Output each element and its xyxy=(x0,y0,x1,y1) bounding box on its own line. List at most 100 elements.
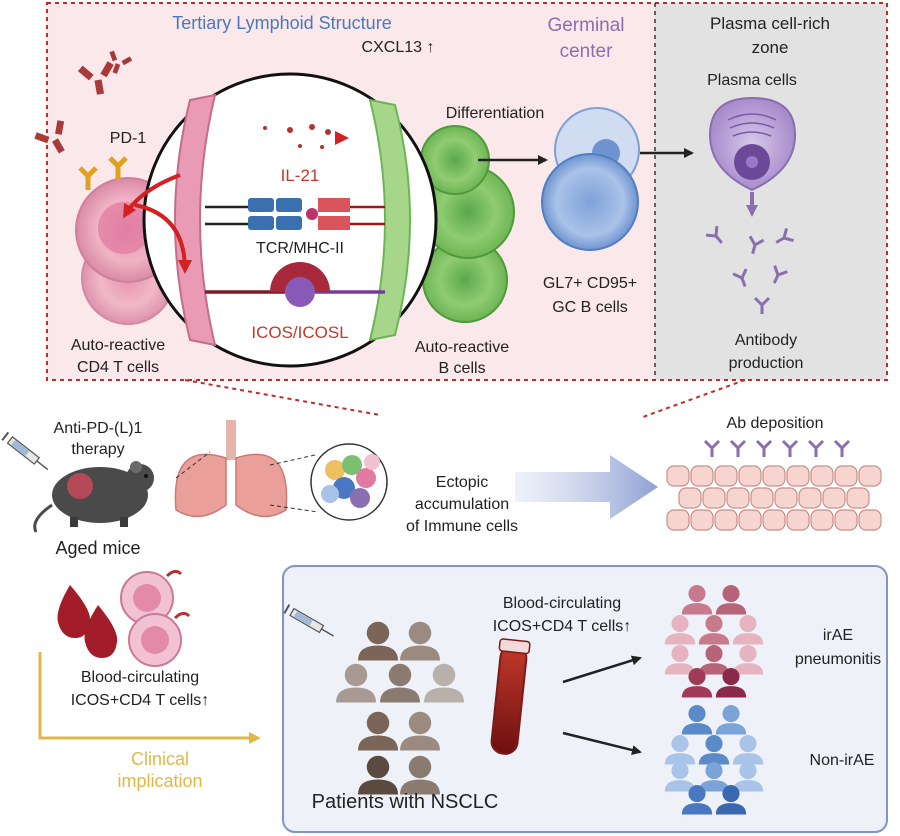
deposited-antibody xyxy=(755,439,773,459)
gc-b-cells xyxy=(541,107,640,251)
arrow-to-irae xyxy=(562,655,642,684)
blood-left-line1: Blood-circulating xyxy=(81,669,199,686)
lung-zoom-line-2 xyxy=(269,454,316,466)
ab-deposition-label: Ab deposition xyxy=(727,415,824,432)
germinal-center-line1: Germinal xyxy=(547,15,624,36)
tls-title: Tertiary Lymphoid Structure xyxy=(172,13,391,33)
tissue-cell xyxy=(738,465,762,487)
plasma-zone-background xyxy=(655,3,887,380)
tissue-cell xyxy=(762,509,786,531)
zoom-line-right xyxy=(639,379,746,419)
tissue-cell xyxy=(822,487,846,509)
clinical-implication-arrow xyxy=(38,652,261,744)
nsclc-panel xyxy=(282,565,888,833)
tissue-cell xyxy=(714,509,738,531)
differentiation-label: Differentiation xyxy=(446,105,544,122)
pd1-label: PD-1 xyxy=(110,130,147,147)
deposited-antibody xyxy=(729,439,747,459)
epithelial-tissue xyxy=(666,439,882,531)
blood-right-line1: Blood-circulating xyxy=(503,595,621,612)
tissue-cell xyxy=(714,465,738,487)
tissue-cell xyxy=(726,487,750,509)
tissue-cell xyxy=(858,509,882,531)
ectopic-line2: accumulation xyxy=(415,496,509,513)
tissue-cell xyxy=(762,465,786,487)
interaction-arrow-down xyxy=(134,203,192,274)
ectopic-line1: Ectopic xyxy=(436,474,488,491)
tissue-cell xyxy=(786,509,810,531)
gc-b-label-line2: GC B cells xyxy=(552,299,628,316)
tissue-cell xyxy=(858,465,882,487)
tissue-cell xyxy=(666,509,690,531)
bcells-label-line2: B cells xyxy=(438,360,485,377)
auto-reactive-b-cells xyxy=(420,125,515,323)
tissue-cell xyxy=(798,487,822,509)
ectopic-line3: of Immune cells xyxy=(406,518,518,535)
bcells-label-line1: Auto-reactive xyxy=(415,339,509,356)
il21-label: IL-21 xyxy=(281,166,320,185)
blood-left-line2: ICOS+CD4 T cells↑ xyxy=(71,692,210,709)
non-irae-label: Non-irAE xyxy=(810,752,875,769)
plasma-cell xyxy=(708,96,797,192)
pd1-receptors xyxy=(78,156,128,190)
clinical-line2: implication xyxy=(117,771,202,791)
tissue-cell xyxy=(834,465,858,487)
deposited-antibody xyxy=(781,439,799,459)
tissue-cell xyxy=(810,465,834,487)
germinal-center-line2: center xyxy=(560,41,613,62)
irae-line2: pneumonitis xyxy=(795,651,881,668)
tissue-cell xyxy=(690,465,714,487)
syringe-icon-small xyxy=(283,604,334,637)
cd4-label-line2: CD4 T cells xyxy=(77,359,159,376)
tls-dashed-border xyxy=(46,2,888,381)
plasma-zone-line2: zone xyxy=(752,38,789,57)
tissue-cell xyxy=(678,487,702,509)
icos-complex xyxy=(205,262,385,307)
clinical-line1: Clinical xyxy=(131,749,189,769)
irae-line1: irAE xyxy=(823,627,853,644)
therapy-line2: therapy xyxy=(71,441,124,458)
tissue-cell xyxy=(786,465,810,487)
tissue-cell xyxy=(690,509,714,531)
tissue-cell xyxy=(834,509,858,531)
tissue-cell xyxy=(810,509,834,531)
antibody-label-line2: production xyxy=(729,355,804,372)
immune-cell-cluster xyxy=(310,443,388,521)
progression-arrow xyxy=(515,455,658,519)
tissue-cell xyxy=(666,465,690,487)
zoom-line-left xyxy=(184,379,381,416)
interaction-arrow-up xyxy=(122,173,181,219)
cd4-label-line1: Auto-reactive xyxy=(71,337,165,354)
aged-mice-label: Aged mice xyxy=(55,538,140,558)
tissue-cell xyxy=(846,487,870,509)
icos-t-cells-icon xyxy=(119,569,191,668)
syringe-icon xyxy=(1,431,49,471)
deposited-antibody xyxy=(703,439,721,459)
icos-label: ICOS/ICOSL xyxy=(251,323,348,342)
lungs-icon xyxy=(174,420,288,518)
tissue-cell xyxy=(702,487,726,509)
deposited-antibody xyxy=(807,439,825,459)
cxcl13-label: CXCL13 ↑ xyxy=(362,39,435,56)
plasma-zone-line1: Plasma cell-rich xyxy=(710,14,830,33)
mouse-icon xyxy=(33,461,154,533)
gc-b-label-line1: GL7+ CD95+ xyxy=(543,275,637,292)
il21-signal xyxy=(240,124,349,149)
lung-zoom-line-3 xyxy=(269,504,319,513)
blood-drops-icon xyxy=(57,585,118,658)
tissue-cell xyxy=(750,487,774,509)
tcr-mhc-complex xyxy=(205,198,385,230)
blood-tube-icon xyxy=(490,638,531,755)
blood-right-line2: ICOS+CD4 T cells↑ xyxy=(493,618,632,635)
lung-zoom-line-1 xyxy=(175,451,211,479)
arrow-to-non-irae xyxy=(562,731,642,755)
therapy-line1: Anti-PD-(L)1 xyxy=(54,420,143,437)
deposited-antibody xyxy=(833,439,851,459)
plasma-cells-label: Plasma cells xyxy=(707,72,797,89)
tissue-cell xyxy=(774,487,798,509)
patients-label: Patients with NSCLC xyxy=(312,791,499,813)
antibody-label-line1: Antibody xyxy=(735,332,797,349)
tissue-cell xyxy=(738,509,762,531)
tcr-label: TCR/MHC-II xyxy=(256,240,344,257)
